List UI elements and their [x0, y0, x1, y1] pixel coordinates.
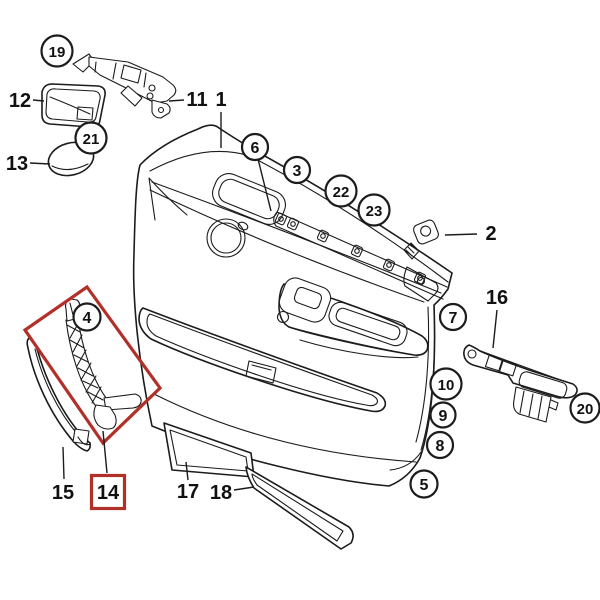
callout-21: 21: [74, 121, 108, 155]
circled-callouts: 19 21 6 3 22 23 7 10: [40, 34, 600, 499]
map-pocket: [138, 307, 387, 413]
part-2-clip: [403, 219, 439, 260]
corner-bracket: [403, 266, 439, 302]
label-12: 12: [9, 90, 31, 112]
svg-text:19: 19: [49, 44, 66, 61]
label-18: 18: [210, 482, 232, 504]
label-14-highlight-box: 14: [89, 473, 127, 511]
leader-16: [492, 309, 498, 349]
svg-text:21: 21: [83, 131, 100, 148]
part-11-handle-carrier: [72, 53, 177, 119]
callout-7: 7: [438, 302, 468, 332]
leader-2: [444, 233, 478, 236]
speaker-cutout: [206, 218, 249, 258]
svg-text:4: 4: [83, 310, 92, 327]
callout-6: 6: [240, 132, 270, 162]
callout-23: 23: [357, 193, 391, 227]
part-15-pull-handle-trim: [26, 337, 91, 452]
label-16: 16: [486, 287, 508, 309]
svg-text:9: 9: [439, 408, 448, 425]
part-16-switch-panel: [463, 344, 578, 423]
svg-text:23: 23: [366, 203, 383, 220]
leader-lines: [29, 99, 498, 491]
leader-11: [168, 99, 185, 102]
svg-text:7: 7: [449, 310, 458, 327]
door-handle-opening: [212, 173, 286, 225]
callout-20: 20: [569, 392, 600, 424]
callout-4: 4: [72, 302, 102, 332]
part-12-handle-trim: [41, 83, 106, 128]
callout-8: 8: [425, 430, 455, 460]
label-2: 2: [485, 223, 496, 245]
leader-12: [32, 99, 45, 102]
leader-17: [185, 461, 189, 481]
part-4-handle-bracket: [65, 298, 142, 430]
svg-text:8: 8: [436, 438, 445, 455]
part-18-speaker-grille: [245, 466, 354, 550]
callout-22: 22: [324, 174, 358, 208]
label-17: 17: [177, 481, 199, 503]
svg-text:20: 20: [577, 401, 594, 418]
bracket-lattice: [66, 321, 104, 404]
leader-6: [257, 158, 272, 212]
callout-19: 19: [40, 34, 74, 68]
callout-5: 5: [409, 469, 439, 499]
callout-9: 9: [429, 401, 457, 429]
callout-10: 10: [429, 367, 463, 401]
svg-text:3: 3: [293, 163, 302, 180]
highlight-frame-part-4: [22, 284, 163, 446]
leader-15: [62, 446, 65, 480]
label-1: 1: [215, 89, 226, 111]
svg-text:22: 22: [333, 184, 350, 201]
leader-14: [102, 430, 108, 474]
svg-text:10: 10: [438, 377, 455, 394]
callout-3: 3: [282, 155, 312, 185]
leader-13: [29, 162, 51, 165]
label-14: 14: [97, 482, 120, 504]
svg-text:5: 5: [420, 477, 429, 494]
svg-text:6: 6: [251, 140, 260, 157]
highlight-box-14: [89, 473, 127, 511]
armrest: [278, 283, 429, 359]
plain-labels: 12 11 1 13 2 16 15 17 18: [6, 89, 508, 504]
label-13: 13: [6, 153, 28, 175]
label-15: 15: [52, 482, 74, 504]
leader-18: [233, 486, 255, 491]
inner-door-handle-cup: [276, 277, 332, 324]
label-11: 11: [186, 89, 207, 111]
